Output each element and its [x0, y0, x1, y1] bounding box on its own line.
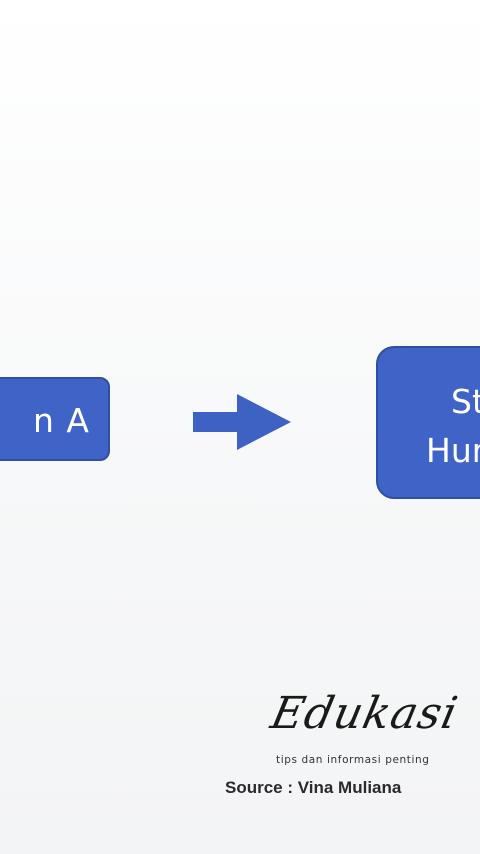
brand-tagline: tips dan informasi penting [276, 754, 430, 766]
source-credit: Source : Vina Muliana [225, 778, 402, 797]
arrow-right-icon [193, 394, 291, 450]
brand-logo: Edukasi [266, 688, 463, 739]
right-box-line1: St [451, 382, 480, 421]
right-box-line2: Hur [426, 431, 480, 470]
right-flow-box: St Hur [376, 346, 480, 499]
left-flow-box: n A [0, 377, 110, 461]
